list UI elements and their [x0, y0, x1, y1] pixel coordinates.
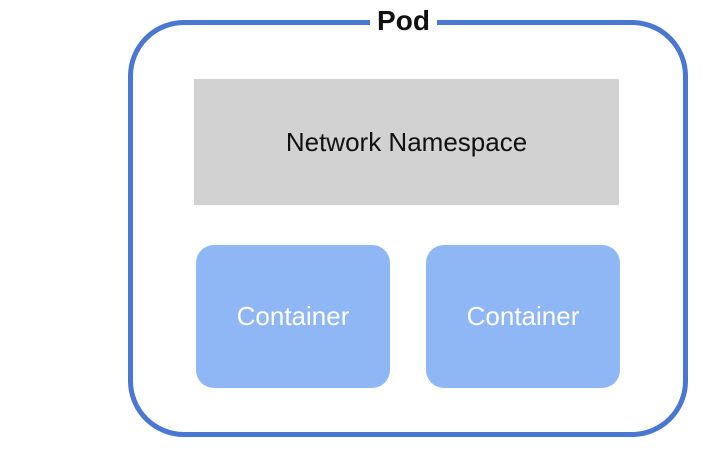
network-namespace-box: Network Namespace: [194, 79, 619, 205]
container-box-2: Container: [426, 245, 620, 388]
container-box-1: Container: [196, 245, 390, 388]
container-label-1: Container: [236, 301, 350, 331]
network-namespace-label: Network Namespace: [285, 126, 528, 157]
container-label-2: Container: [466, 301, 580, 331]
